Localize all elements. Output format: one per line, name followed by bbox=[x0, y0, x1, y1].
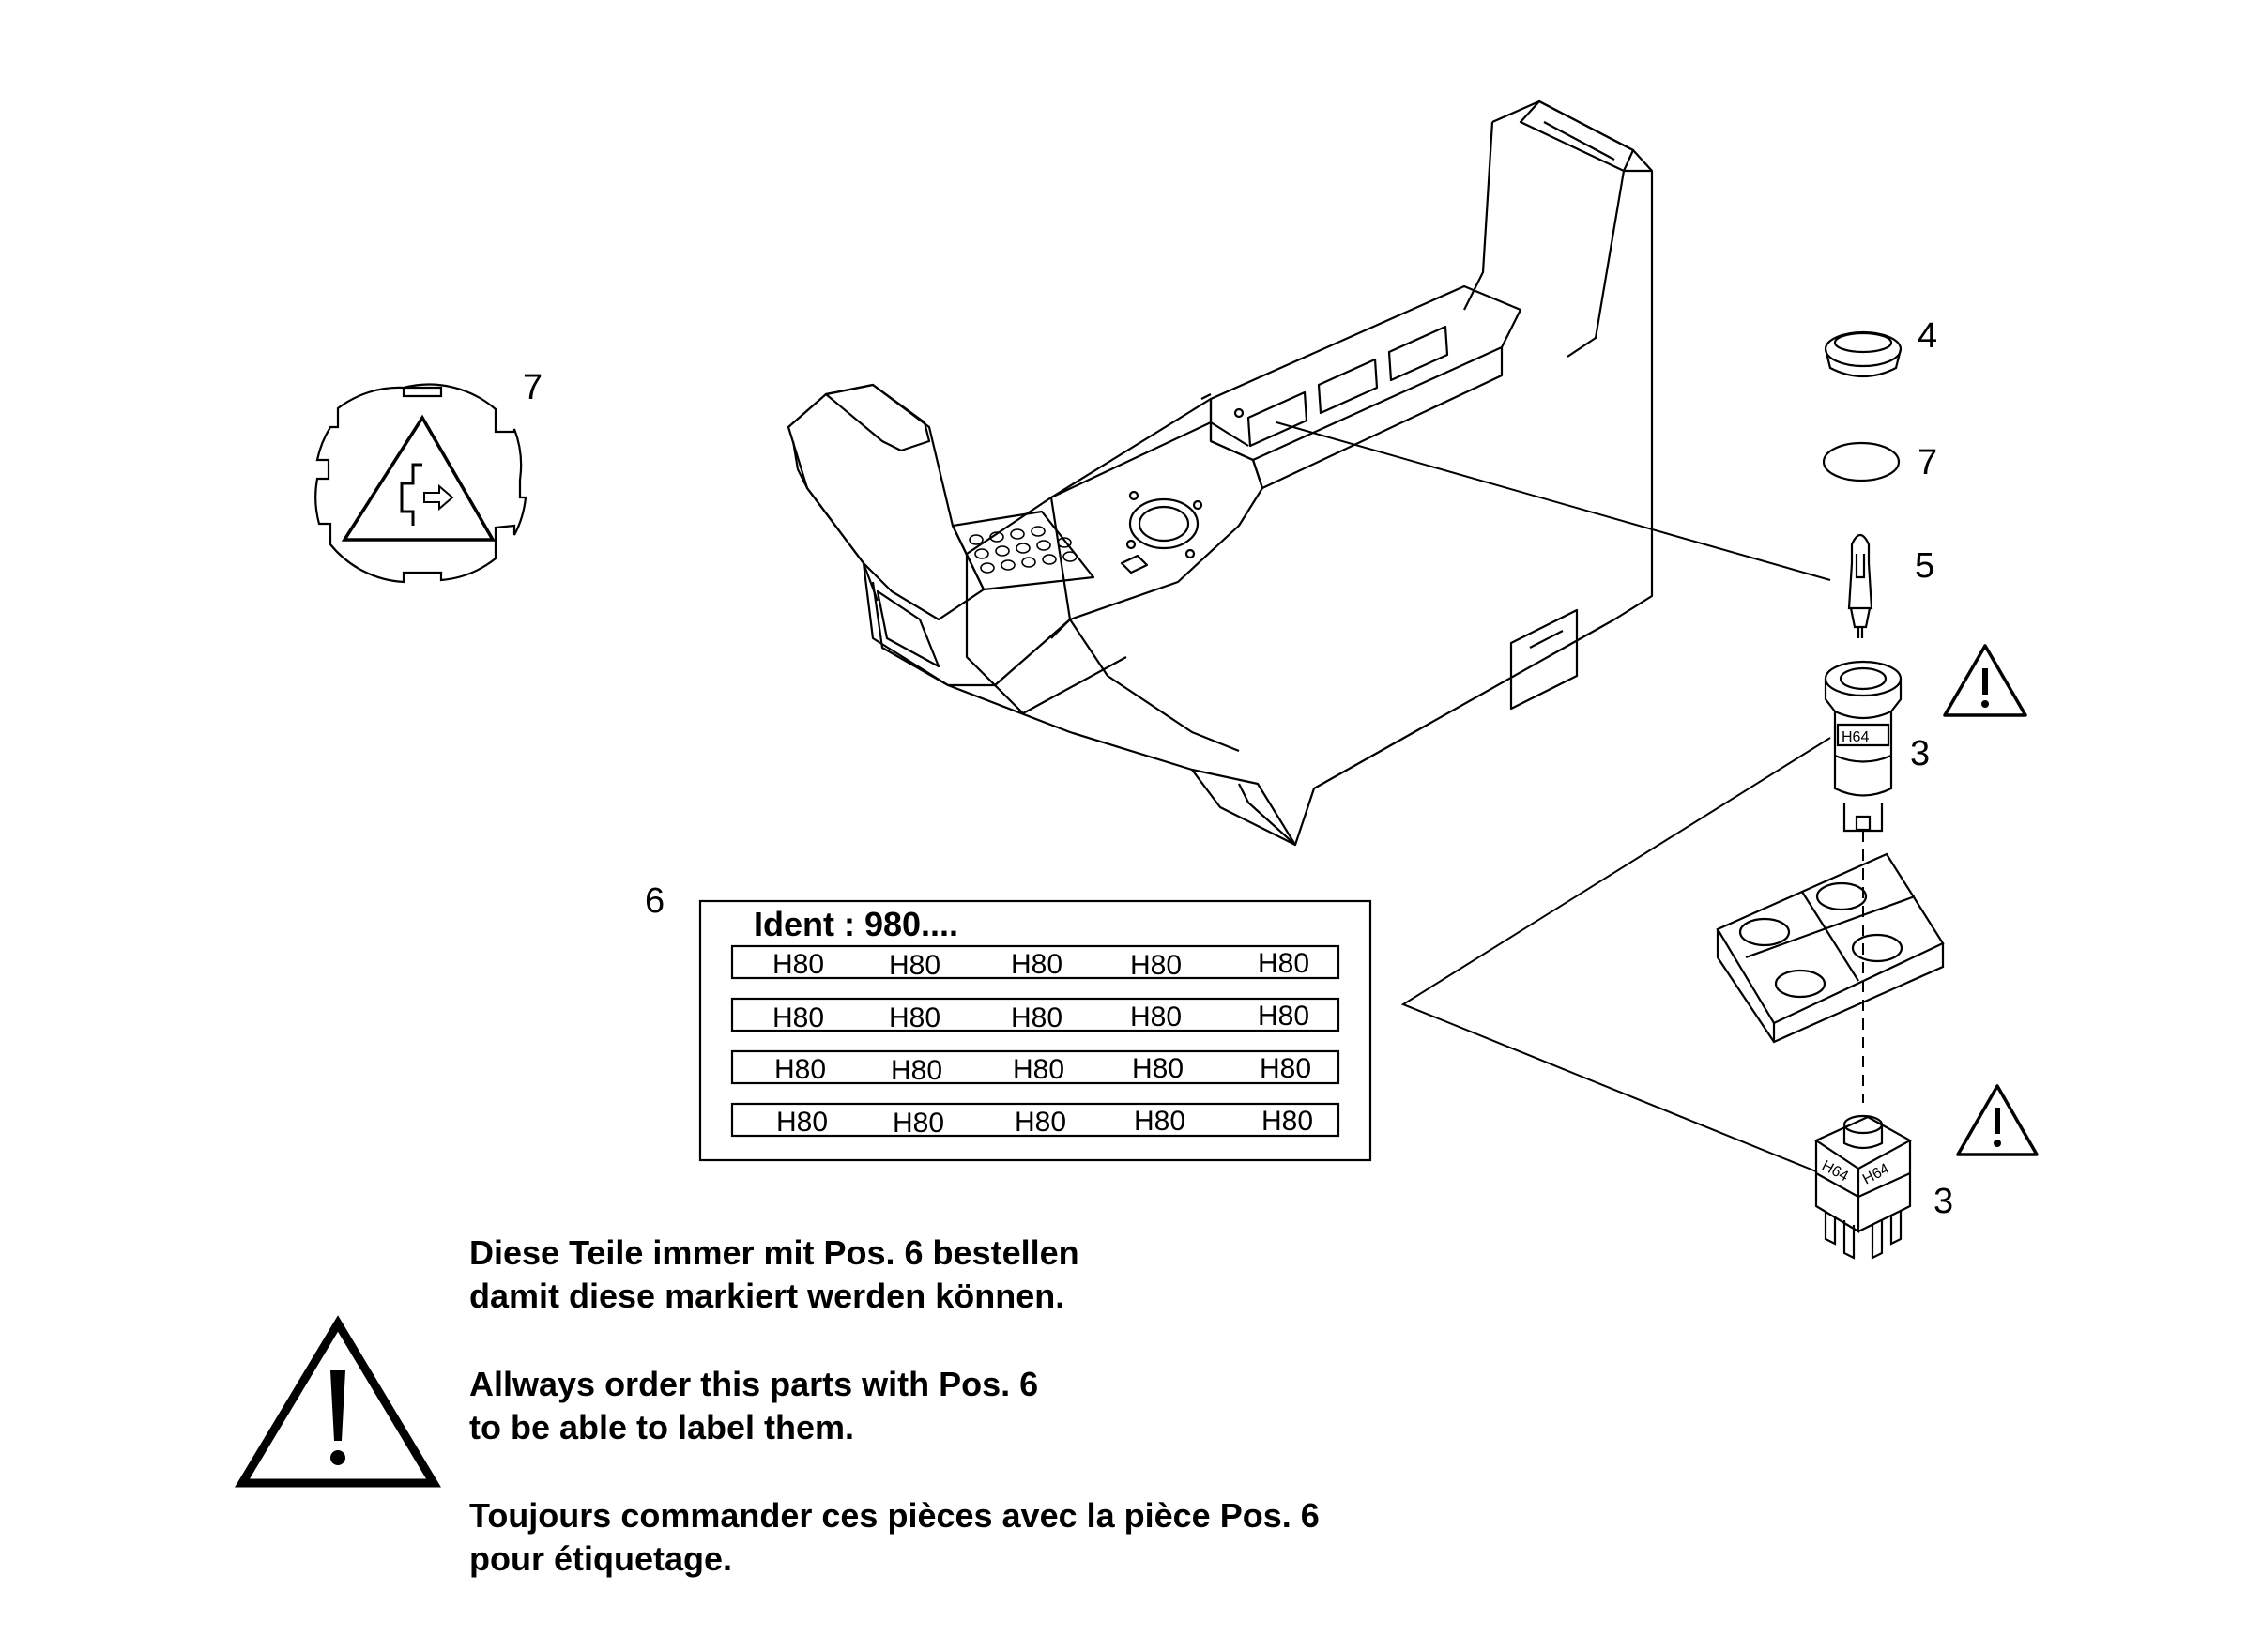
note-en-line-2: to be able to label them. bbox=[469, 1408, 855, 1446]
note-de-line-2: damit diese markiert werden können. bbox=[469, 1277, 1065, 1315]
exit-hazard-sticker-icon bbox=[314, 383, 527, 584]
pushbutton-part bbox=[1824, 660, 1903, 833]
label-cell: H80 bbox=[776, 1107, 828, 1138]
label-cell: H80 bbox=[772, 1002, 824, 1033]
ring-part bbox=[1822, 441, 1901, 482]
label-cell: H80 bbox=[891, 1055, 942, 1086]
warning-triangle-icon bbox=[1943, 644, 2027, 717]
note-french: Toujours commander ces pièces avec la pi… bbox=[469, 1494, 1596, 1581]
callout-pushbutton: 3 bbox=[1910, 734, 1930, 773]
tray-perforations bbox=[969, 526, 1078, 574]
callout-cap: 4 bbox=[1918, 316, 1937, 356]
label-cell: H80 bbox=[1258, 1001, 1309, 1032]
label-cell: H80 bbox=[1261, 1106, 1313, 1137]
leader-line-label-sheet bbox=[1400, 737, 1831, 1172]
note-german: Diese Teile immer mit Pos. 6 bestellen d… bbox=[469, 1231, 1596, 1318]
label-row bbox=[730, 944, 1340, 980]
bulb-part bbox=[1847, 533, 1873, 638]
label-cell: H80 bbox=[1260, 1053, 1311, 1084]
callout-bulb: 5 bbox=[1915, 546, 1934, 586]
callout-label-sheet: 6 bbox=[645, 881, 665, 921]
warning-triangle-icon bbox=[1956, 1084, 2039, 1156]
note-fr-line-2: pour étiquetage. bbox=[469, 1539, 733, 1578]
label-cell: H80 bbox=[1134, 1106, 1185, 1137]
label-row bbox=[730, 997, 1340, 1032]
callout-switch: 3 bbox=[1933, 1182, 1953, 1221]
switch-tag-left: H64 bbox=[1819, 1158, 1851, 1185]
note-en-line-1: Allways order this parts with Pos. 6 bbox=[469, 1365, 1039, 1403]
label-sheet-ident: Ident : 980.... bbox=[754, 905, 958, 943]
label-sheet-border bbox=[698, 899, 1372, 1162]
label-cell: H80 bbox=[1130, 950, 1182, 981]
callout-ring: 7 bbox=[1918, 443, 1937, 482]
leader-line-bulb bbox=[1276, 421, 1831, 581]
cap-part bbox=[1824, 330, 1903, 377]
mounting-bracket bbox=[1716, 852, 1945, 1044]
label-cell: H80 bbox=[1132, 1053, 1184, 1084]
label-row bbox=[730, 1102, 1340, 1138]
label-cell: H80 bbox=[889, 1002, 940, 1033]
label-cell: H80 bbox=[1015, 1107, 1066, 1138]
note-de-line-1: Diese Teile immer mit Pos. 6 bestellen bbox=[469, 1233, 1079, 1272]
label-cell: H80 bbox=[889, 950, 940, 981]
pushbutton-tag: H64 bbox=[1842, 729, 1869, 745]
label-cell: H80 bbox=[1130, 1002, 1182, 1032]
switch-part bbox=[1813, 1114, 1913, 1260]
label-cell: H80 bbox=[772, 949, 824, 980]
note-english: Allways order this parts with Pos. 6 to … bbox=[469, 1363, 1596, 1449]
callout-sticker: 7 bbox=[523, 368, 543, 407]
label-cell: H80 bbox=[893, 1108, 944, 1139]
warning-triangle-icon bbox=[235, 1315, 441, 1488]
label-cell: H80 bbox=[1258, 948, 1309, 979]
label-row bbox=[730, 1049, 1340, 1085]
console-assembly bbox=[787, 99, 1654, 847]
label-cell: H80 bbox=[1011, 949, 1062, 980]
label-cell: H80 bbox=[774, 1054, 826, 1085]
label-cell: H80 bbox=[1011, 1002, 1062, 1033]
label-cell: H80 bbox=[1013, 1054, 1064, 1085]
note-fr-line-1: Toujours commander ces pièces avec la pi… bbox=[469, 1496, 1320, 1535]
label-sheet-rows bbox=[730, 944, 1340, 1138]
